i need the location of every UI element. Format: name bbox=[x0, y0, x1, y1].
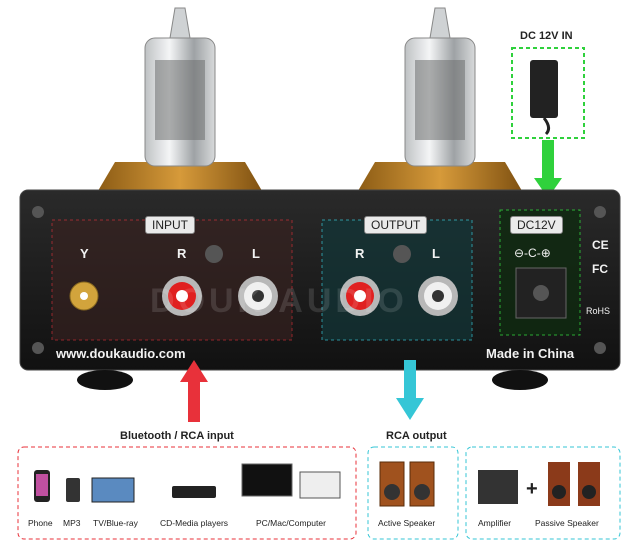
output-left-label: L bbox=[432, 246, 440, 261]
input-right-label: R bbox=[177, 246, 187, 261]
watermark: DOUK AUDIO bbox=[150, 282, 408, 320]
dc12v-label: DC12V bbox=[510, 216, 563, 234]
cd-player-icon bbox=[172, 486, 216, 498]
screw-icon bbox=[32, 342, 44, 354]
device-label-amplifier: Amplifier bbox=[478, 518, 512, 528]
mp3-icon bbox=[66, 478, 80, 502]
device-label-pc: PC/Mac/Computer bbox=[256, 518, 326, 528]
screw-icon bbox=[594, 206, 606, 218]
device-label-tv: TV/Blue-ray bbox=[93, 518, 138, 528]
tv-icon bbox=[91, 477, 135, 503]
device-label-passive-speaker: Passive Speaker bbox=[535, 518, 599, 528]
ce-mark: CE bbox=[592, 238, 609, 252]
website-label: www.doukaudio.com bbox=[56, 346, 186, 361]
output-arrow bbox=[396, 360, 424, 420]
device-label-cd: CD-Media players bbox=[160, 518, 229, 528]
power-adapter bbox=[511, 47, 585, 139]
device-label-active-speaker: Active Speaker bbox=[378, 518, 436, 528]
dc-arrow bbox=[534, 140, 562, 198]
input-arrow bbox=[180, 360, 208, 422]
output-label: OUTPUT bbox=[364, 216, 428, 234]
output-right-label: R bbox=[355, 246, 365, 261]
input-left-label: L bbox=[252, 246, 260, 261]
output-section-title: RCA output bbox=[386, 430, 447, 442]
monitor-icon bbox=[241, 463, 293, 497]
vacuum-tube-left bbox=[95, 7, 265, 196]
dc-in-label: DC 12V IN bbox=[520, 30, 573, 42]
amplifier-icon bbox=[478, 470, 518, 504]
ground-screw-icon bbox=[393, 245, 411, 263]
foot-left bbox=[77, 370, 133, 390]
device-label-mp3: MP3 bbox=[63, 518, 81, 528]
antenna-label: Y bbox=[80, 246, 89, 261]
input-label: INPUT bbox=[145, 216, 195, 234]
polarity-label: ⊖-C-⊕ bbox=[514, 246, 551, 260]
device-label-phone: Phone bbox=[28, 518, 53, 528]
laptop-icon bbox=[299, 471, 341, 499]
foot-right bbox=[492, 370, 548, 390]
plus-sign: + bbox=[526, 478, 538, 500]
input-section-title: Bluetooth / RCA input bbox=[120, 430, 234, 442]
made-in-label: Made in China bbox=[486, 346, 575, 361]
screw-icon bbox=[32, 206, 44, 218]
rohs-mark: RoHS bbox=[586, 306, 611, 316]
passive-speaker-icon bbox=[548, 462, 570, 506]
screw-icon bbox=[594, 342, 606, 354]
vacuum-tube-right bbox=[355, 7, 525, 196]
ground-screw-icon bbox=[205, 245, 223, 263]
fc-mark: FC bbox=[592, 262, 608, 276]
